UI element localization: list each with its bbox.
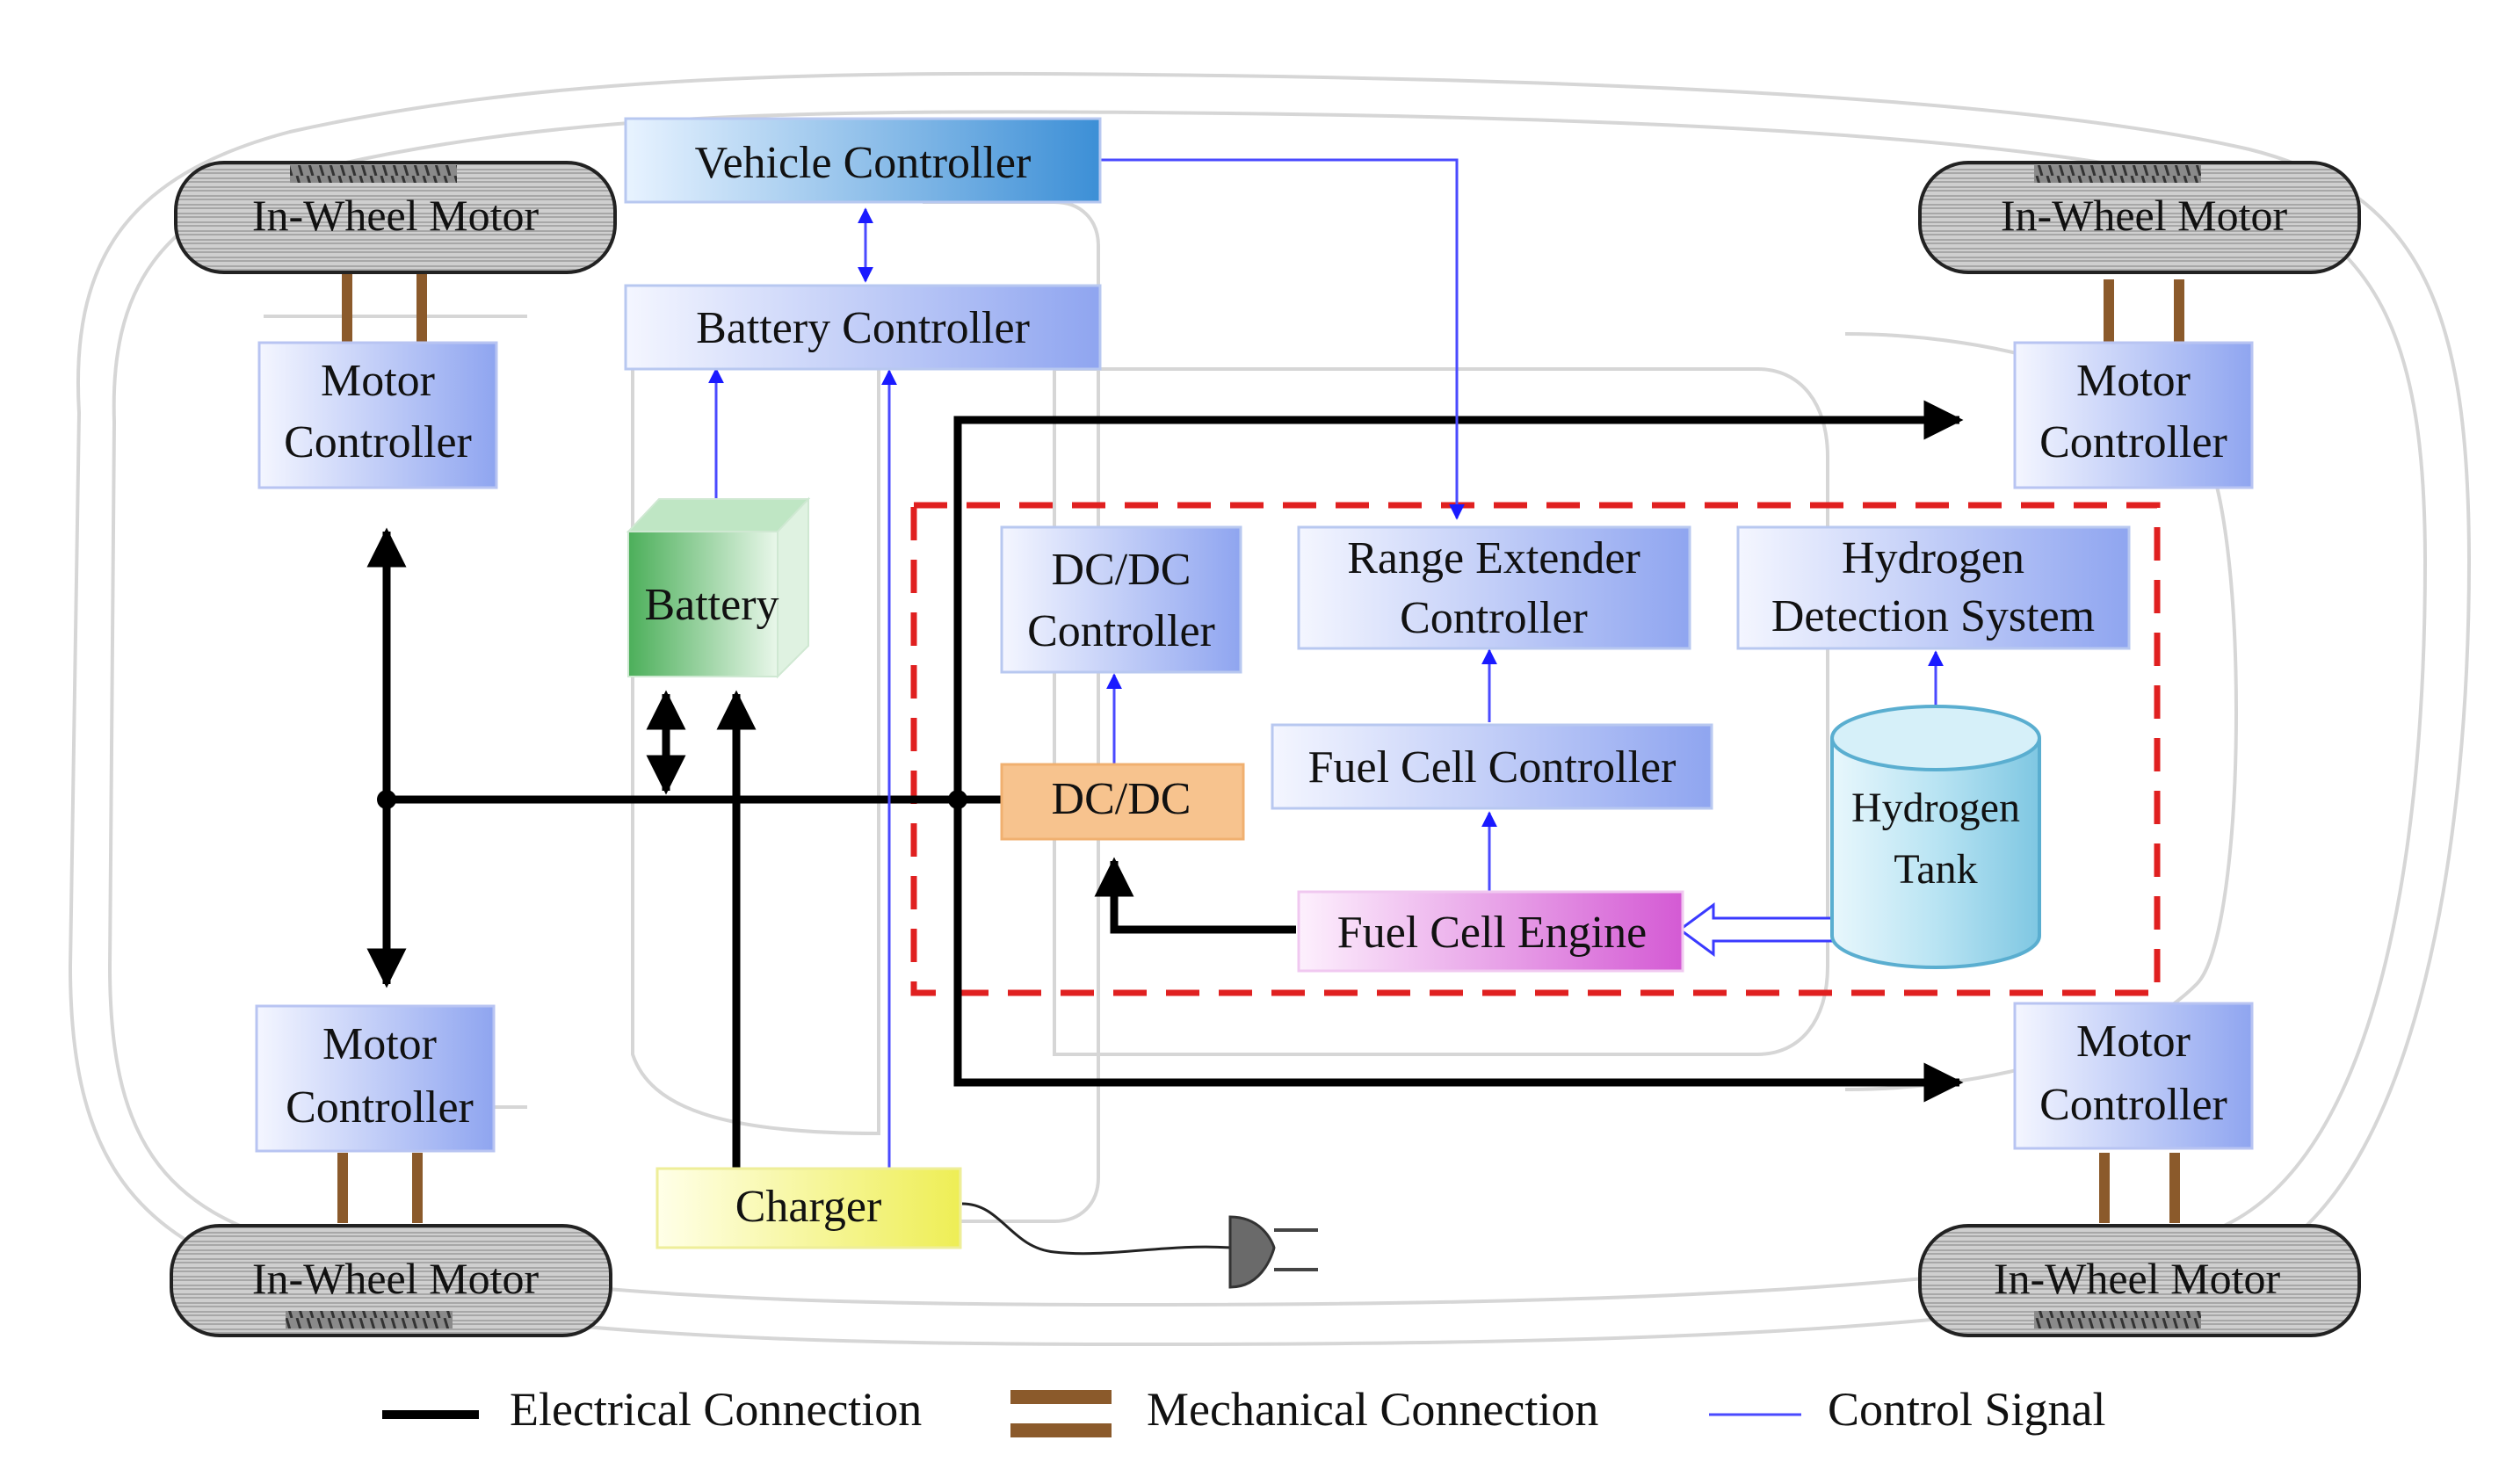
motor-controller-line2: Controller — [284, 417, 472, 467]
in-wheel-motor-label: In-Wheel Motor — [1994, 1254, 2281, 1303]
motor-controller-line2: Controller — [2039, 417, 2227, 467]
charger: Charger — [655, 1167, 962, 1249]
plug-icon — [961, 1202, 1318, 1289]
legend-mechanical-label: Mechanical Connection — [1147, 1383, 1598, 1436]
hydrogen-flow-arrow — [1677, 902, 1834, 957]
fuel-cell-controller: Fuel Cell Controller — [1271, 723, 1713, 810]
vehicle-controller-label: Vehicle Controller — [695, 138, 1032, 188]
motor-controller-line2: Controller — [2039, 1080, 2227, 1130]
fuel-cell-engine-label: Fuel Cell Engine — [1337, 908, 1647, 958]
junction-dot — [377, 790, 396, 809]
electrical-connections — [366, 400, 1964, 1169]
battery: Battery — [626, 496, 811, 679]
hydrogen-tank-line2: Tank — [1894, 846, 1977, 893]
range-extender-controller-line2: Controller — [1400, 593, 1588, 643]
in-wheel-motor-rear-right: In-Wheel Motor — [1918, 1224, 2361, 1337]
motor-controller-line1: Motor — [2076, 356, 2191, 406]
legend-electrical-label: Electrical Connection — [510, 1383, 922, 1436]
in-wheel-motor-label: In-Wheel Motor — [252, 191, 540, 240]
motor-controller-line1: Motor — [321, 356, 435, 406]
range-extender-boundary — [910, 502, 2161, 996]
vehicle-controller: Vehicle Controller — [624, 117, 1102, 204]
range-extender-controller-line1: Range Extender — [1347, 533, 1640, 583]
motor-controller-line1: Motor — [2076, 1017, 2191, 1067]
fuel-cell-controller-label: Fuel Cell Controller — [1308, 742, 1677, 793]
fuel-cell-engine: Fuel Cell Engine — [1297, 890, 1684, 973]
battery-label: Battery — [644, 580, 779, 630]
dcdc-controller-line1: DC/DC — [1052, 545, 1191, 595]
legend: Electrical Connection Mechanical Connect… — [382, 1383, 2106, 1437]
dcdc-controller: DC/DC Controller — [1000, 525, 1242, 674]
legend-mechanical-swatch — [1010, 1390, 1112, 1437]
in-wheel-motor-front-left: In-Wheel Motor — [174, 161, 617, 274]
hydrogen-tank-line1: Hydrogen — [1851, 785, 2020, 831]
motor-controller-front-left: Motor Controller — [257, 341, 498, 489]
motor-controller-rear-left: Motor Controller — [255, 1004, 496, 1153]
hydrogen-detection-line1: Hydrogen — [1842, 533, 2024, 583]
in-wheel-motor-front-right: In-Wheel Motor — [1918, 161, 2361, 274]
control-signals — [708, 158, 1944, 1169]
hydrogen-detection-system: Hydrogen Detection System — [1736, 525, 2131, 650]
motor-controller-line1: Motor — [322, 1019, 437, 1069]
battery-controller: Battery Controller — [624, 284, 1102, 371]
charger-label: Charger — [735, 1182, 882, 1232]
dcdc-converter: DC/DC — [1000, 763, 1245, 841]
motor-controller-rear-right: Motor Controller — [2013, 1002, 2254, 1150]
range-extender-controller: Range Extender Controller — [1297, 525, 1691, 650]
in-wheel-motor-rear-left: In-Wheel Motor — [170, 1224, 612, 1337]
in-wheel-motor-label: In-Wheel Motor — [2001, 191, 2288, 240]
battery-controller-label: Battery Controller — [696, 303, 1030, 353]
in-wheel-motor-label: In-Wheel Motor — [252, 1254, 540, 1303]
hydrogen-detection-line2: Detection System — [1771, 591, 2095, 641]
dcdc-label: DC/DC — [1052, 774, 1191, 824]
mechanical-connections — [337, 274, 2184, 1223]
hydrogen-tank: Hydrogen Tank — [1830, 705, 2041, 969]
legend-control-label: Control Signal — [1828, 1383, 2106, 1436]
motor-controller-line2: Controller — [286, 1082, 474, 1133]
motor-controller-front-right: Motor Controller — [2013, 341, 2254, 489]
dcdc-controller-line2: Controller — [1027, 606, 1215, 656]
junction-dot — [948, 790, 967, 809]
